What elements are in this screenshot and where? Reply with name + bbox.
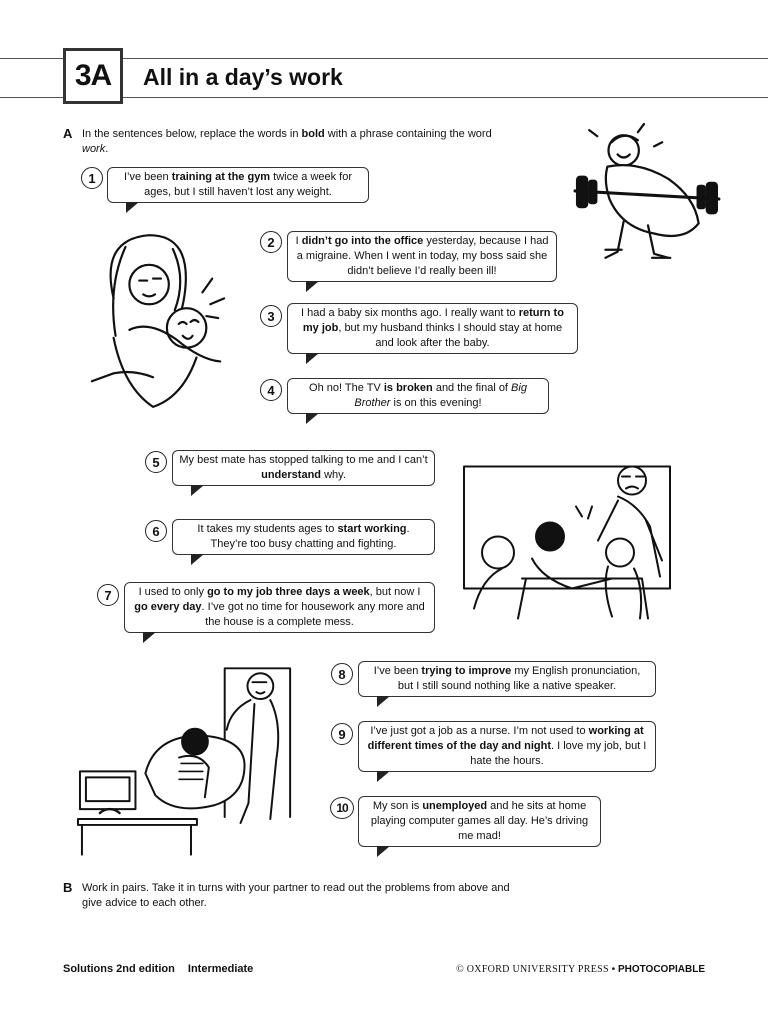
bubble-tail <box>126 202 139 213</box>
item-number-7: 7 <box>97 584 119 606</box>
sentence-6: It takes my students ages to start worki… <box>197 523 410 550</box>
bubble-tail <box>191 554 204 565</box>
speech-bubble-6: It takes my students ages to start worki… <box>172 519 435 565</box>
sentence-5: My best mate has stopped talking to me a… <box>179 454 428 481</box>
footer-copyright: © OXFORD UNIVERSITY PRESS • PHOTOCOPIABL… <box>456 964 705 975</box>
book-title: Solutions 2nd edition <box>63 963 175 975</box>
classroom-illustration <box>463 465 671 620</box>
book-level: Intermediate <box>187 963 254 975</box>
mother-baby-illustration <box>90 234 226 408</box>
bubble-tail <box>306 281 319 292</box>
speech-bubble-2: I didn’t go into the office yesterday, b… <box>287 231 557 292</box>
sentence-4: Oh no! The TV is broken and the final of… <box>309 382 527 409</box>
bubble-tail <box>306 413 319 424</box>
section-b-letter: B <box>63 880 73 895</box>
item-number-6: 6 <box>145 520 167 542</box>
publisher: © OXFORD UNIVERSITY PRESS <box>456 964 609 975</box>
speech-bubble-5: My best mate has stopped talking to me a… <box>172 450 435 496</box>
weightlifter-illustration <box>573 122 721 259</box>
item-number-5: 5 <box>145 451 167 473</box>
bubble-tail <box>377 846 390 857</box>
item-number-10: 10 <box>330 797 354 819</box>
item-number-2: 2 <box>260 231 282 253</box>
speech-bubble-9: I’ve just got a job as a nurse. I’m not … <box>358 721 656 782</box>
sentence-2: I didn’t go into the office yesterday, b… <box>295 235 549 277</box>
bubble-tail <box>377 696 390 707</box>
speech-bubble-10: My son is unemployed and he sits at home… <box>358 796 601 857</box>
section-a-letter: A <box>63 126 73 141</box>
item-number-9: 9 <box>331 723 353 745</box>
speech-bubble-4: Oh no! The TV is broken and the final of… <box>287 378 549 424</box>
speech-bubble-8: I’ve been trying to improve my English p… <box>358 661 656 707</box>
section-a-instruction: In the sentences below, replace the word… <box>82 128 492 155</box>
sentence-9: I’ve just got a job as a nurse. I’m not … <box>367 725 647 767</box>
unit-badge: 3A <box>63 48 123 104</box>
item-number-8: 8 <box>331 663 353 685</box>
bubble-tail <box>306 353 319 364</box>
sentence-8: I’ve been trying to improve my English p… <box>373 665 641 692</box>
sentence-1: I’ve been training at the gym twice a we… <box>123 171 353 198</box>
bubble-tail <box>377 771 390 782</box>
separator: • <box>608 964 618 975</box>
item-number-1: 1 <box>81 167 103 189</box>
photocopiable-label: PHOTOCOPIABLE <box>617 964 705 975</box>
speech-bubble-1: I’ve been training at the gym twice a we… <box>107 167 369 213</box>
sentence-10: My son is unemployed and he sits at home… <box>370 800 589 842</box>
item-number-3: 3 <box>260 305 282 327</box>
bubble-tail <box>191 485 204 496</box>
sentence-3: I had a baby six months ago. I really wa… <box>301 307 564 349</box>
page-title: All in a day’s work <box>143 64 343 90</box>
gamer-illustration <box>76 667 292 856</box>
item-number-4: 4 <box>260 379 282 401</box>
footer-book-info: Solutions 2nd edition Intermediate <box>63 963 263 975</box>
bubble-tail <box>143 632 156 643</box>
sentence-7: I used to only go to my job three days a… <box>134 586 425 628</box>
speech-bubble-3: I had a baby six months ago. I really wa… <box>287 303 578 364</box>
section-b-instruction: Work in pairs. Take it in turns with you… <box>82 882 510 909</box>
speech-bubble-7: I used to only go to my job three days a… <box>124 582 435 643</box>
header-rule-top <box>0 58 768 59</box>
header-rule-bottom <box>0 97 768 98</box>
unit-label: 3A <box>74 59 112 92</box>
